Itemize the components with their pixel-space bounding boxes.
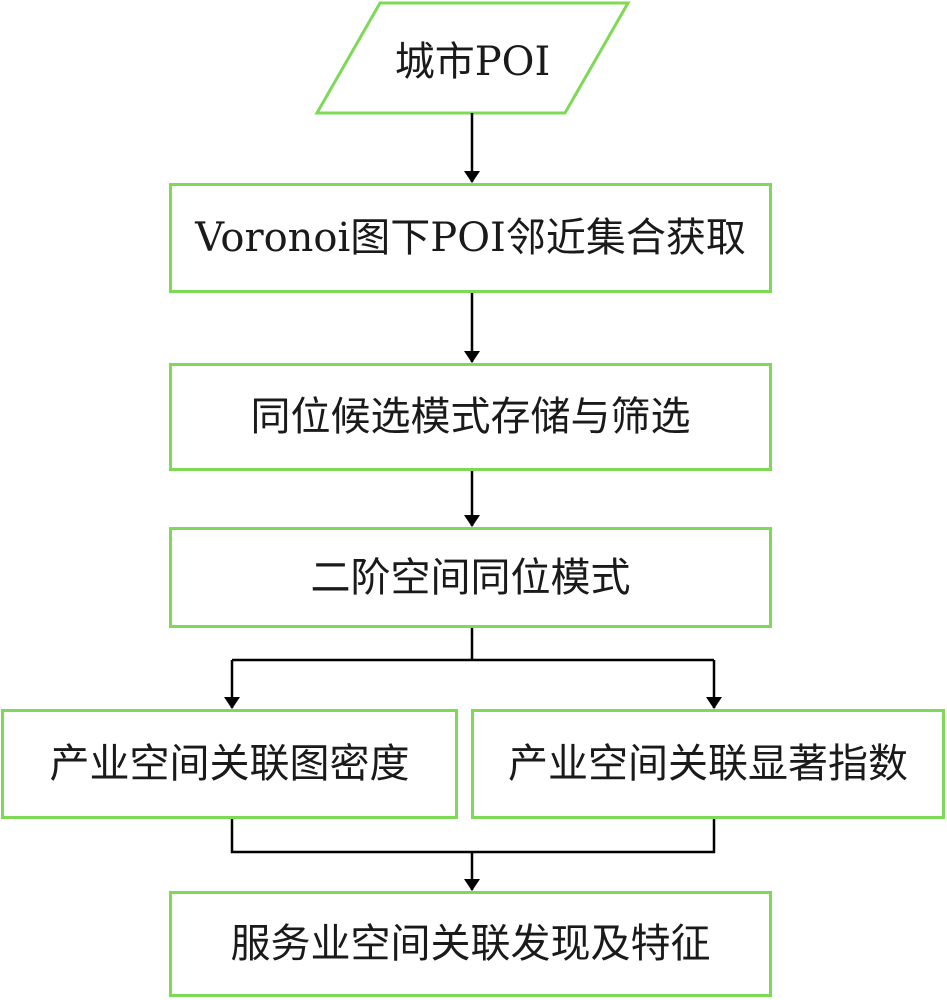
step-1-label: Voronoi图下POI邻近集合获取	[195, 215, 746, 261]
step-2-label: 同位候选模式存储与筛选	[250, 394, 691, 440]
merge-connector	[230, 818, 716, 854]
branch-left-box: 产业空间关联图密度	[1, 709, 458, 819]
branch-right-box: 产业空间关联显著指数	[471, 709, 945, 819]
branch-right-label: 产业空间关联显著指数	[508, 741, 908, 787]
input-node-label: 城市POI	[394, 39, 551, 85]
step-2-box: 同位候选模式存储与筛选	[169, 363, 772, 471]
split-connector	[232, 627, 714, 662]
branch-left-label: 产业空间关联图密度	[49, 741, 410, 787]
step-1-box: Voronoi图下POI邻近集合获取	[169, 183, 772, 293]
step-3-box: 二阶空间同位模式	[169, 527, 772, 628]
step-3-label: 二阶空间同位模式	[310, 554, 631, 601]
output-box: 服务业空间关联发现及特征	[169, 891, 772, 997]
output-label: 服务业空间关联发现及特征	[230, 921, 711, 967]
input-parallelogram	[314, 1, 631, 115]
input-node: 城市POI	[317, 3, 628, 113]
